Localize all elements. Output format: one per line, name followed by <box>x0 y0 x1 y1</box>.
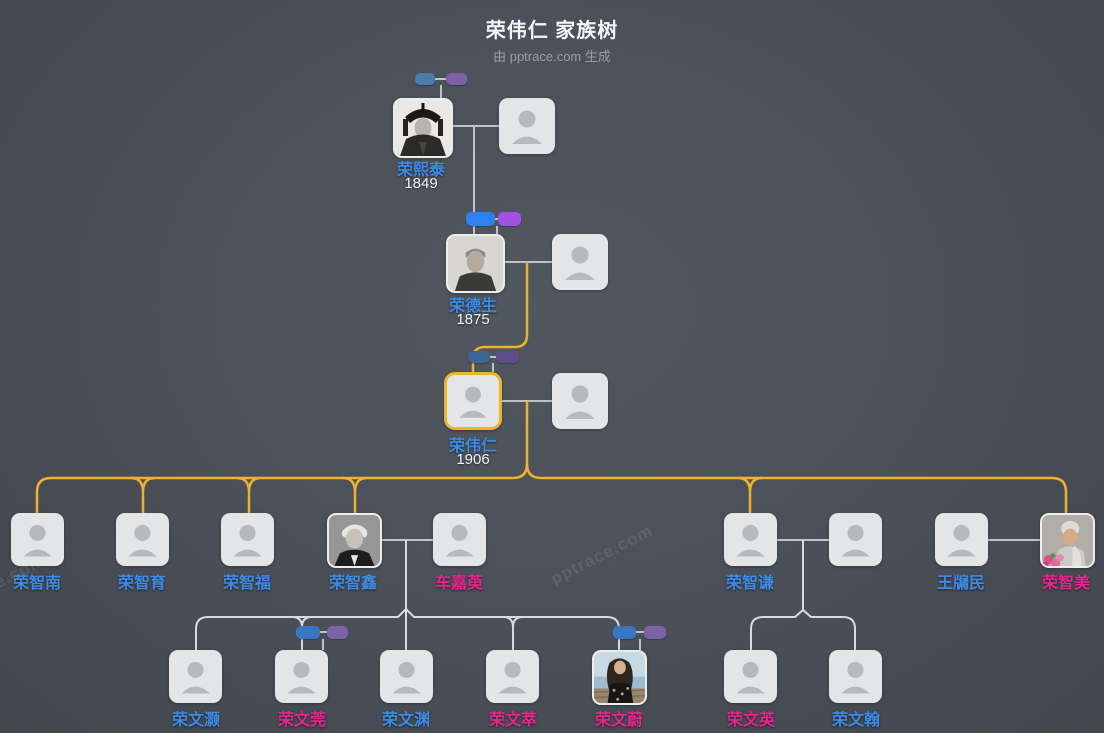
collapsed-branch-purple-pill[interactable] <box>644 626 666 639</box>
person-name: 荣智美 <box>1041 575 1090 592</box>
person-name: 荣智育 <box>117 575 166 592</box>
portrait-photo-elder-man <box>448 236 503 291</box>
collapsed-branch-blue-pill[interactable] <box>466 212 495 226</box>
person-name: 车嘉萸 <box>434 575 483 592</box>
person-name: 荣文渊 <box>381 712 430 729</box>
person-avatar-icon <box>841 524 870 557</box>
person-node-wangyoumin[interactable] <box>935 513 988 566</box>
person-avatar-icon <box>736 661 765 694</box>
person-avatar-icon <box>498 661 527 694</box>
person-avatar-icon <box>392 661 421 694</box>
person-name: 荣智谦 <box>725 575 774 592</box>
person-name: 荣德生 <box>448 298 497 315</box>
person-name: 荣文莞 <box>277 712 326 729</box>
person-node-zhimei[interactable] <box>1040 513 1095 568</box>
person-node-spouse-placeholder[interactable] <box>552 234 608 290</box>
portrait-photo-elder-woman-flowers <box>1042 515 1093 566</box>
collapsed-branch-blue-pill[interactable] <box>468 351 490 363</box>
person-node-spouse-placeholder[interactable] <box>499 98 555 154</box>
birth-year: 1875 <box>456 311 490 328</box>
birth-year: 1849 <box>404 175 438 192</box>
collapsed-branch-blue-pill[interactable] <box>415 73 435 85</box>
portrait-photo-woman-seaside <box>594 652 645 703</box>
person-name: 荣文蔚 <box>594 712 643 729</box>
person-node-wenhao[interactable] <box>169 650 222 703</box>
person-avatar-icon <box>947 524 976 557</box>
person-name: 荣文英 <box>726 712 775 729</box>
person-name: 荣文翰 <box>831 712 880 729</box>
birth-year: 1906 <box>456 451 490 468</box>
portrait-photo-qing-official <box>395 100 451 156</box>
person-avatar-icon <box>736 524 765 557</box>
person-avatar-icon <box>233 524 262 557</box>
person-name: 荣智南 <box>12 575 61 592</box>
person-node-wenwei[interactable] <box>592 650 647 705</box>
person-name: 荣伟仁 <box>448 438 497 455</box>
page-subtitle: 由 pptrace.com 生成 <box>493 49 611 64</box>
collapsed-branch-blue-pill[interactable] <box>613 626 636 639</box>
collapsed-branch-blue-pill[interactable] <box>296 626 320 639</box>
person-name: 荣智福 <box>222 575 271 592</box>
person-node-wenyuan[interactable] <box>380 650 433 703</box>
portrait-photo-whitehair-man <box>329 515 380 566</box>
person-node-spouse-placeholder[interactable] <box>829 513 882 566</box>
person-name: 荣文灏 <box>171 712 220 729</box>
person-avatar-icon <box>841 661 870 694</box>
person-node-wenguan[interactable] <box>275 650 328 703</box>
person-node-zhiqian[interactable] <box>724 513 777 566</box>
person-avatar-icon <box>23 524 52 557</box>
person-avatar-icon <box>128 524 157 557</box>
person-avatar-icon <box>565 385 595 419</box>
person-name: 荣智鑫 <box>328 575 377 592</box>
collapsed-branch-purple-pill[interactable] <box>446 73 467 85</box>
collapsed-branch-purple-pill[interactable] <box>496 351 519 363</box>
person-name: 荣文萃 <box>488 712 537 729</box>
person-node-desheng[interactable] <box>446 234 505 293</box>
collapsed-branch-purple-pill[interactable] <box>498 212 521 226</box>
person-node-zhixin[interactable] <box>327 513 382 568</box>
person-node-zhiyu[interactable] <box>116 513 169 566</box>
collapsed-branch-purple-pill[interactable] <box>327 626 348 639</box>
person-name: 王牖民 <box>936 575 985 592</box>
person-avatar-icon <box>512 110 542 144</box>
person-node-weiren-root[interactable] <box>444 372 502 430</box>
person-node-zhinan[interactable] <box>11 513 64 566</box>
person-avatar-icon <box>565 246 595 280</box>
page-title: 荣伟仁 家族树 <box>485 20 619 42</box>
person-node-chejiayu[interactable] <box>433 513 486 566</box>
person-node-zhifu[interactable] <box>221 513 274 566</box>
person-avatar-icon <box>447 375 499 427</box>
person-node-spouse-placeholder[interactable] <box>552 373 608 429</box>
person-avatar-icon <box>181 661 210 694</box>
person-node-wenying[interactable] <box>724 650 777 703</box>
person-name: 荣熙泰 <box>396 162 445 179</box>
person-node-xitai[interactable] <box>393 98 453 158</box>
person-avatar-icon <box>445 524 474 557</box>
person-node-wencui[interactable] <box>486 650 539 703</box>
person-avatar-icon <box>287 661 316 694</box>
person-node-wenhan[interactable] <box>829 650 882 703</box>
